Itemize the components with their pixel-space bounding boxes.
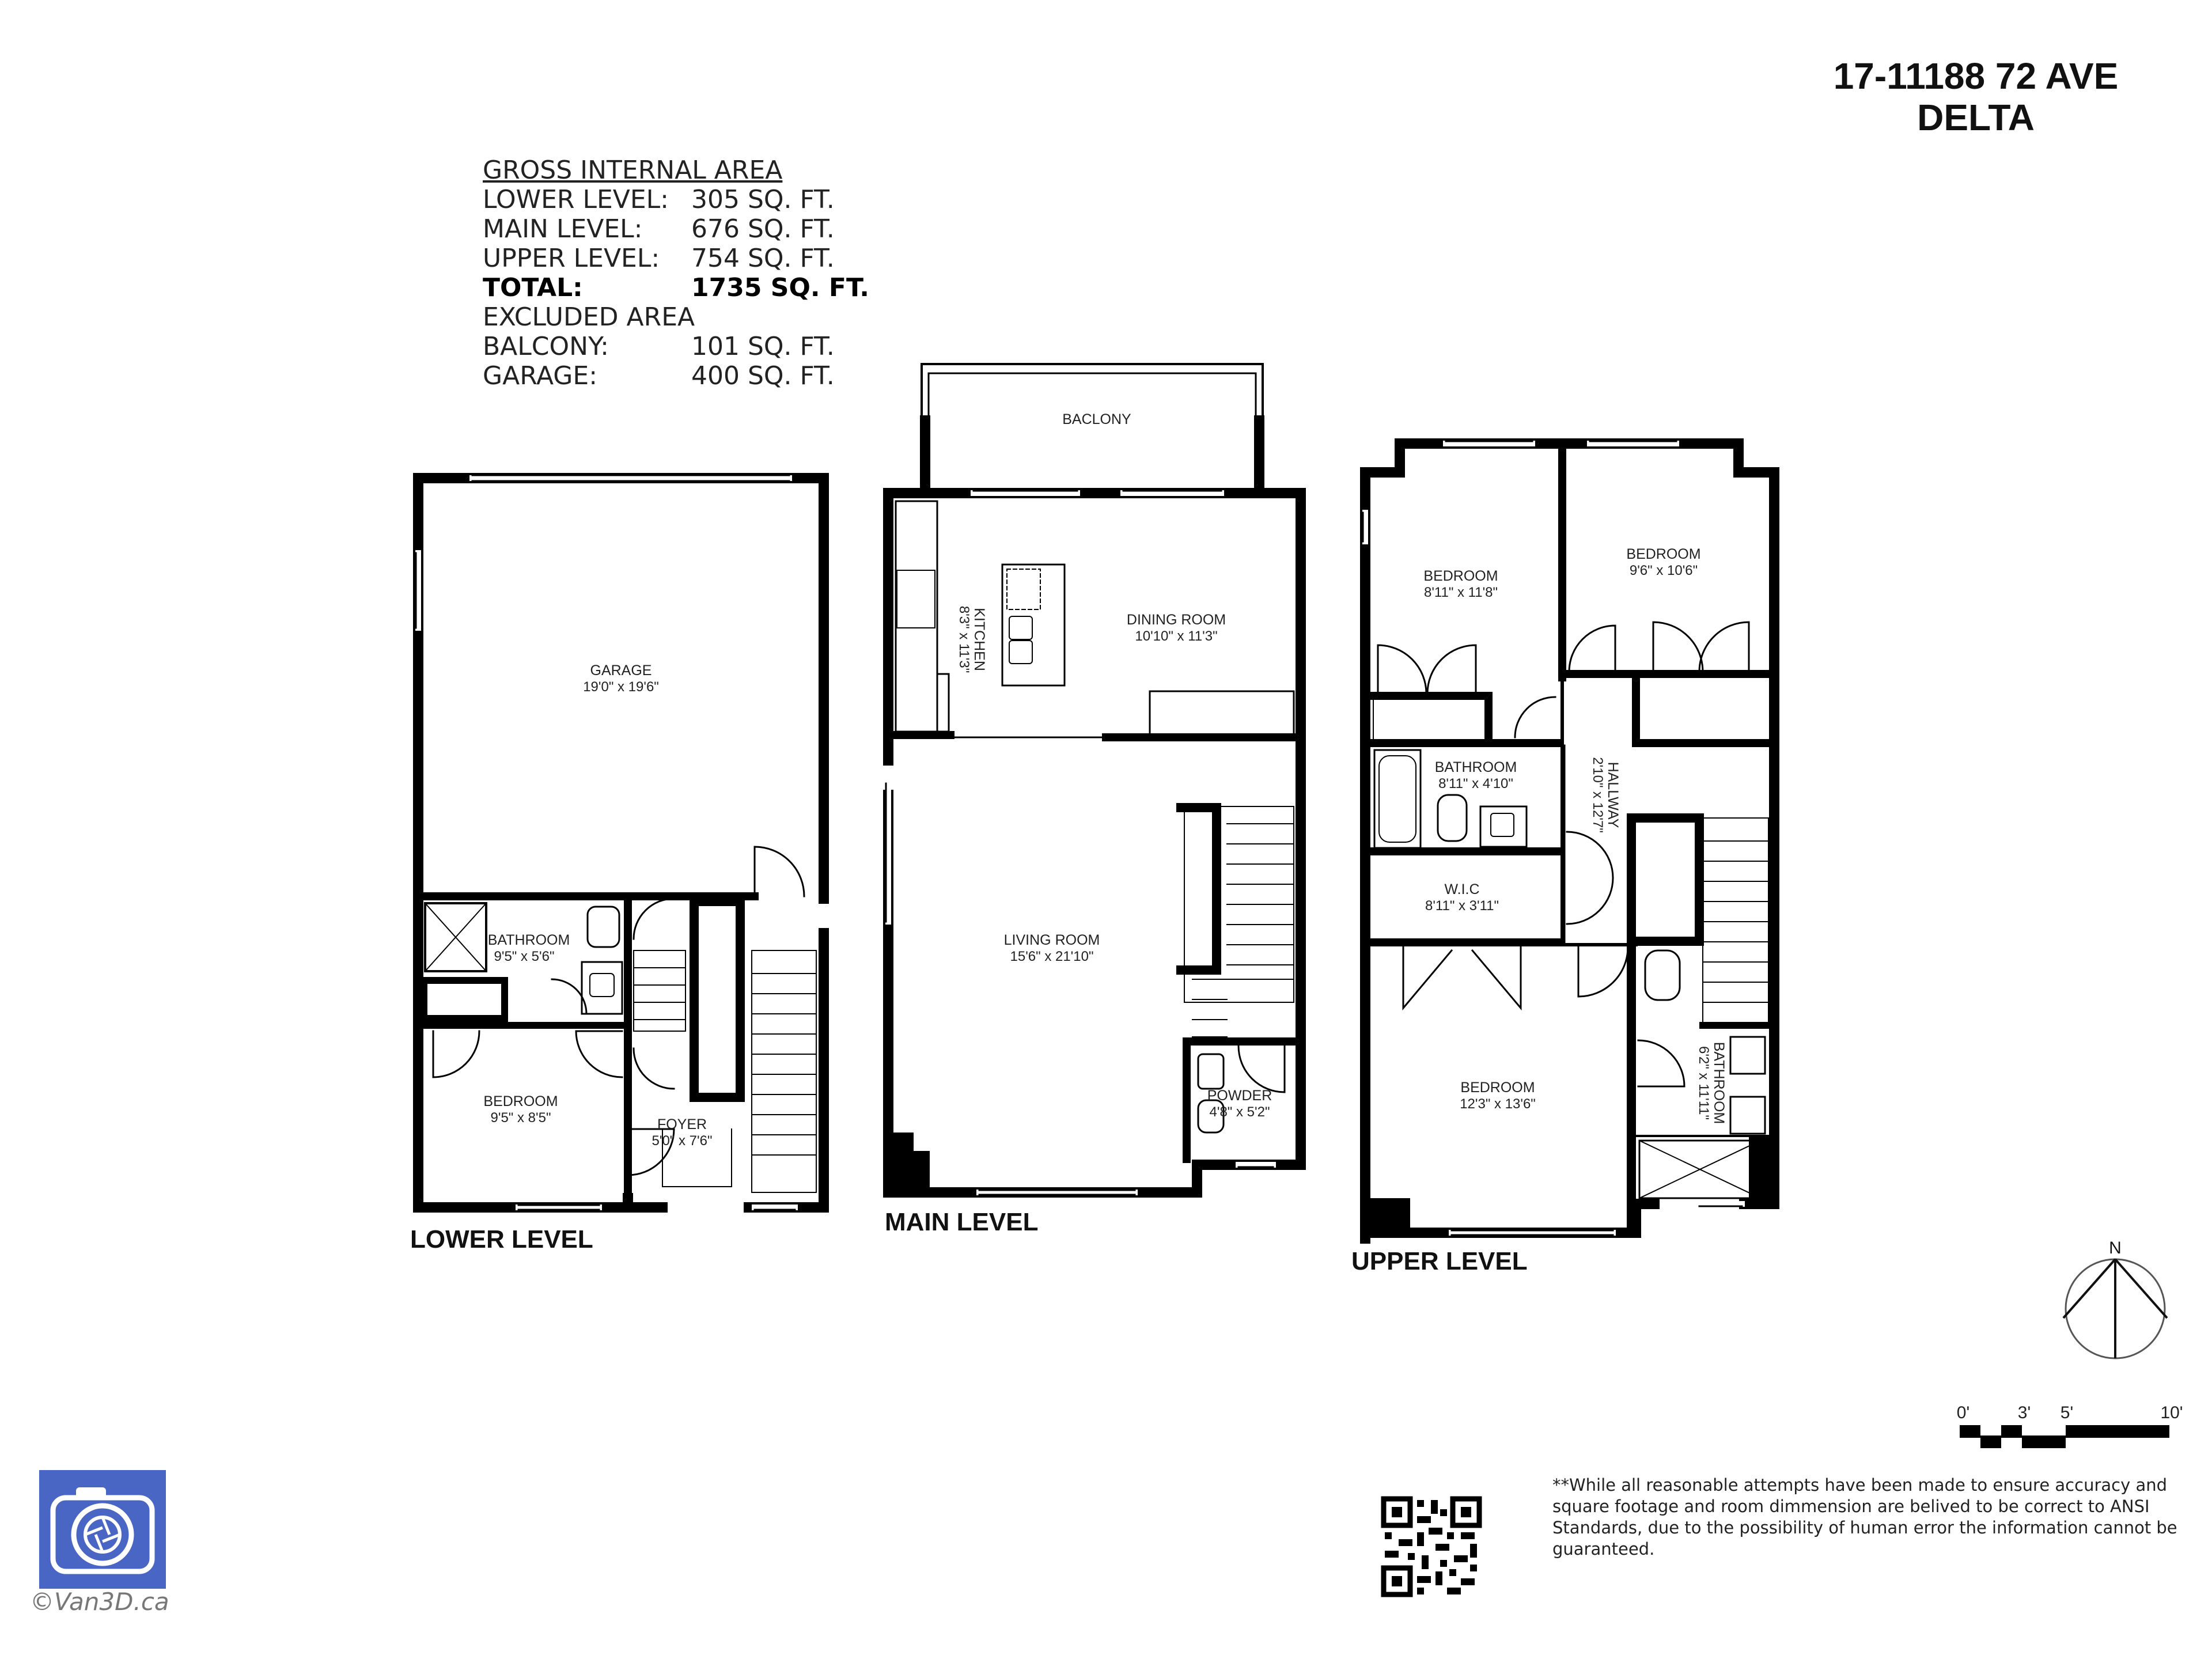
area-label: LOWER LEVEL: xyxy=(483,185,669,214)
living-dim: 15'6" x 21'10" xyxy=(1010,949,1094,964)
main-level-plan xyxy=(883,363,1306,1198)
upper-bathroom-b-label: BATHROOM xyxy=(1711,1042,1727,1124)
lower-bedroom-label: BEDROOM xyxy=(483,1093,558,1109)
scale-tick-5: 5' xyxy=(2061,1403,2073,1422)
area-value: 1735 SQ. FT. xyxy=(691,273,870,302)
area-row-main: MAIN LEVEL: 676 SQ. FT. xyxy=(483,214,869,244)
scale-tick-0: 0' xyxy=(1957,1403,1969,1422)
area-value: 101 SQ. FT. xyxy=(691,332,835,361)
kitchen-label: KITCHEN xyxy=(971,608,987,671)
area-label: UPPER LEVEL: xyxy=(483,244,660,273)
upper-bedroom-b-label: BEDROOM xyxy=(1626,546,1700,562)
upper-level-plan xyxy=(1360,438,1779,1244)
address-line-2: DELTA xyxy=(1917,97,2035,138)
balcony-label: BACLONY xyxy=(1062,411,1131,427)
area-row-upper: UPPER LEVEL: 754 SQ. FT. xyxy=(483,244,869,273)
foyer-label: FOYER xyxy=(657,1116,707,1132)
qr-code-icon xyxy=(1381,1496,1482,1597)
upper-bedroom-main-label: BEDROOM xyxy=(1460,1080,1535,1096)
lower-bedroom-dim: 9'5" x 8'5" xyxy=(491,1110,551,1126)
upper-bathroom-a-label: BATHROOM xyxy=(1435,759,1517,775)
area-row-balcony: BALCONY: 101 SQ. FT. xyxy=(483,332,869,361)
garage-dim: 19'0" x 19'6" xyxy=(583,679,659,695)
dining-label: DINING ROOM xyxy=(1127,612,1226,628)
wic-label: W.I.C xyxy=(1444,881,1479,897)
area-row-total: TOTAL: 1735 SQ. FT. xyxy=(483,273,869,302)
scale-tick-3: 3' xyxy=(2018,1403,2031,1422)
disclaimer-text: **While all reasonable attempts have bee… xyxy=(1552,1475,2177,1559)
excluded-area-title: EXCLUDED AREA xyxy=(483,302,695,332)
main-level-title: MAIN LEVEL xyxy=(885,1208,1038,1236)
upper-bathroom-b-dim: 6'2" x 11'11" xyxy=(1696,1046,1711,1120)
upper-bedroom-a-label: BEDROOM xyxy=(1423,568,1498,584)
scale-bar: 0' 3' 5' 10' xyxy=(1957,1403,2183,1448)
powder-label: POWDER xyxy=(1207,1088,1272,1104)
lower-bathroom-dim: 9'5" x 5'6" xyxy=(494,949,555,964)
room-labels: GARAGE 19'0" x 19'6" BATHROOM 9'5" x 5'6… xyxy=(483,411,1727,1149)
hallway-label: HALLWAY xyxy=(1605,762,1621,828)
copyright-text: ©Van3D.ca xyxy=(30,1588,169,1616)
scale-tick-10: 10' xyxy=(2160,1403,2183,1422)
wic-dim: 8'11" x 3'11" xyxy=(1425,898,1499,914)
van3d-logo-icon xyxy=(39,1470,166,1589)
lower-bathroom-label: BATHROOM xyxy=(488,932,570,948)
area-value: 400 SQ. FT. xyxy=(691,361,835,391)
upper-bathroom-a-dim: 8'11" x 4'10" xyxy=(1438,776,1513,791)
living-label: LIVING ROOM xyxy=(1004,932,1100,948)
lower-level-plan xyxy=(413,473,829,1213)
area-row-lower: LOWER LEVEL: 305 SQ. FT. xyxy=(483,185,869,214)
area-label: BALCONY: xyxy=(483,332,609,361)
foyer-dim: 5'0" x 7'6" xyxy=(652,1133,713,1149)
area-value: 305 SQ. FT. xyxy=(691,185,835,214)
hallway-dim: 2'10" x 12'7" xyxy=(1590,757,1605,833)
lower-level-title: LOWER LEVEL xyxy=(410,1225,593,1253)
upper-bedroom-main-dim: 12'3" x 13'6" xyxy=(1460,1096,1536,1112)
address-line-1: 17-11188 72 AVE xyxy=(1833,55,2119,97)
area-value: 754 SQ. FT. xyxy=(691,244,835,273)
powder-dim: 4'8" x 5'2" xyxy=(1210,1104,1270,1120)
area-row-garage: GARAGE: 400 SQ. FT. xyxy=(483,361,869,391)
dining-dim: 10'10" x 11'3" xyxy=(1135,628,1217,644)
gross-area-title: GROSS INTERNAL AREA xyxy=(483,156,783,185)
compass-icon: N xyxy=(2062,1238,2168,1359)
area-value: 676 SQ. FT. xyxy=(691,214,835,244)
compass-north-label: N xyxy=(2109,1238,2122,1257)
area-label: TOTAL: xyxy=(483,273,583,302)
garage-label: GARAGE xyxy=(590,662,652,679)
kitchen-dim: 8'3" x 11'3" xyxy=(956,606,972,673)
upper-bedroom-b-dim: 9'6" x 10'6" xyxy=(1630,563,1698,578)
area-label: MAIN LEVEL: xyxy=(483,214,643,244)
property-address: 17-11188 72 AVE DELTA xyxy=(1774,55,2177,138)
area-label: GARAGE: xyxy=(483,361,598,391)
upper-level-title: UPPER LEVEL xyxy=(1351,1247,1528,1275)
area-summary: GROSS INTERNAL AREA LOWER LEVEL: 305 SQ.… xyxy=(483,156,869,391)
upper-bedroom-a-dim: 8'11" x 11'8" xyxy=(1424,585,1498,600)
